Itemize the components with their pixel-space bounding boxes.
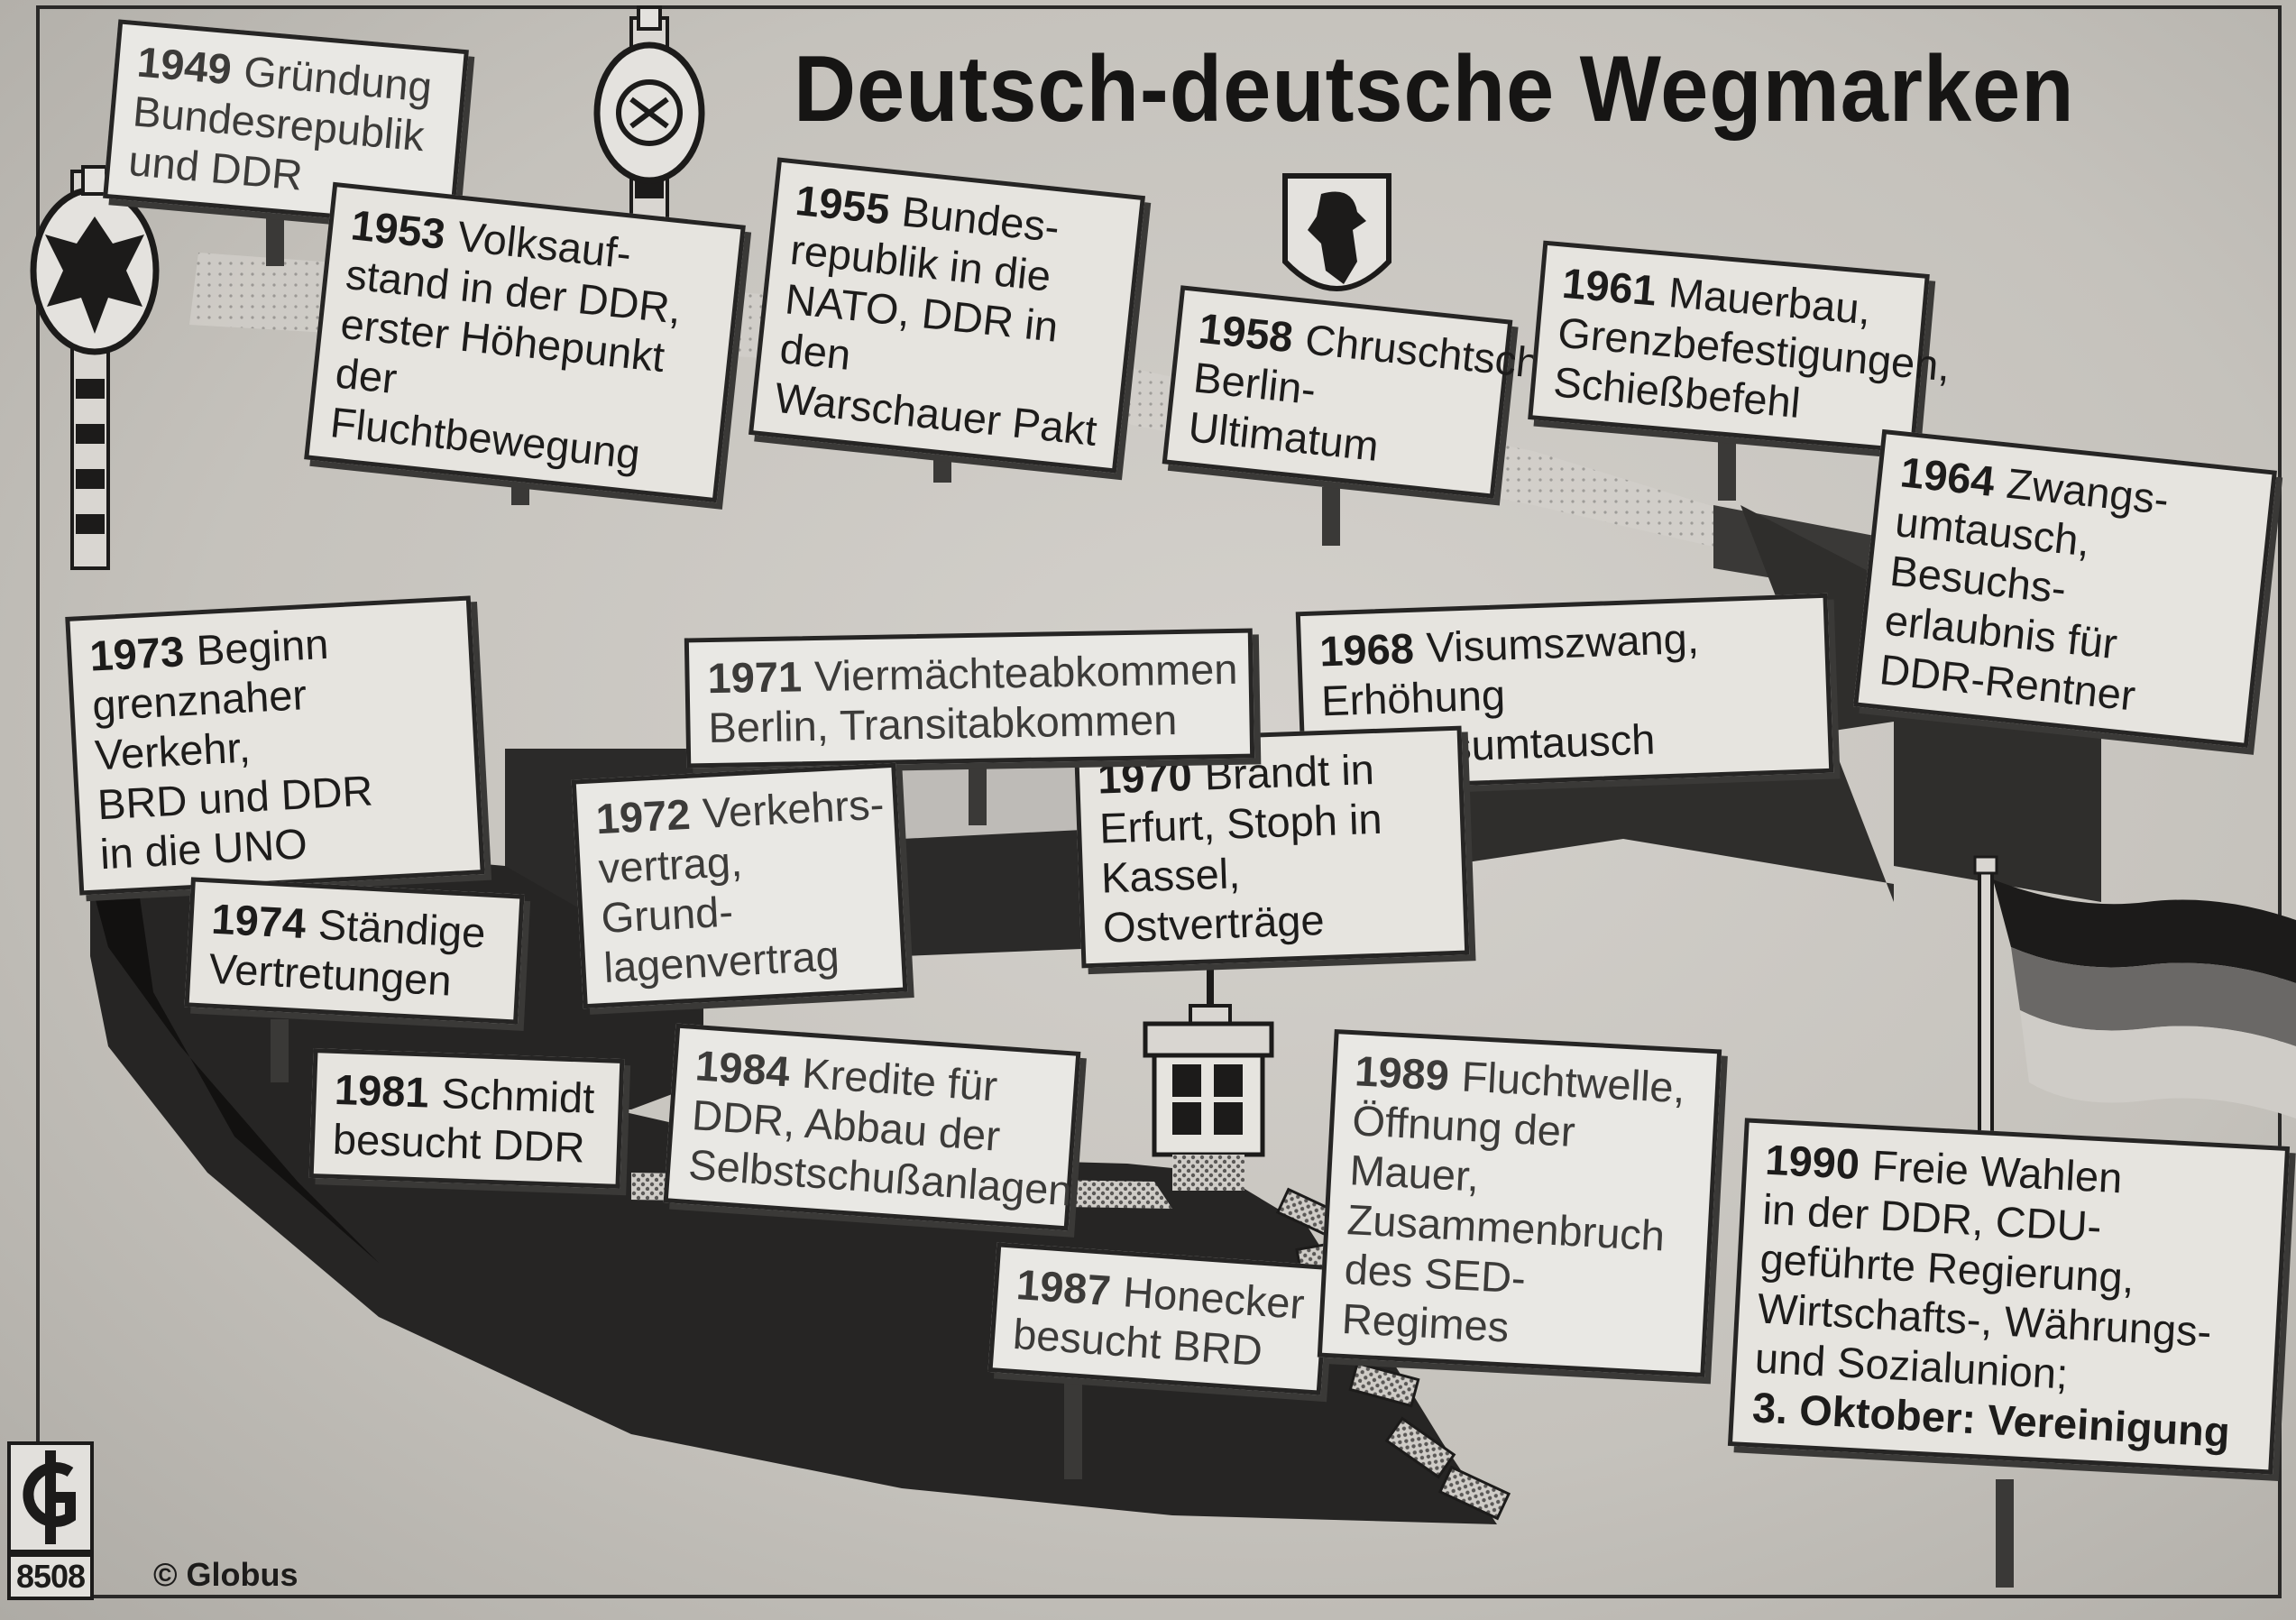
- berlin-bear-icon: [1282, 173, 1391, 291]
- milestone-year: 1958: [1196, 303, 1296, 362]
- graphic-code: 8508: [7, 1553, 94, 1600]
- wall-middle-panels: [902, 749, 1082, 839]
- wall-segment-right: [1443, 505, 2101, 902]
- milestone-year: 1953: [348, 200, 448, 258]
- milestone-year: 1971: [707, 652, 803, 703]
- milestone-text: Fluchtwelle, Öffnung der Mauer, Zusammen…: [1340, 1052, 1687, 1351]
- milestone-year: 1961: [1560, 258, 1658, 315]
- page-title: Deutsch-deutsche Wegmarken: [794, 37, 2075, 142]
- german-flag-icon: [1973, 855, 2296, 1138]
- milestone-year: 1987: [1015, 1259, 1113, 1315]
- milestone-year: 1990: [1764, 1135, 1861, 1189]
- milestone-text: Volksauf- stand in der DDR, erster Höhep…: [327, 211, 684, 478]
- milestone-year: 1973: [88, 627, 186, 680]
- milestone-year: 1974: [210, 894, 308, 948]
- milestone-year: 1955: [793, 175, 893, 234]
- copyright-credit: © Globus: [153, 1556, 298, 1593]
- wall-lower-highlight: [90, 866, 379, 1263]
- milestone-text: Zwangs- umtausch, Besuchs- erlaubnis für…: [1877, 458, 2172, 720]
- milestone-year: 1949: [135, 37, 234, 94]
- milestone-year: 1989: [1354, 1046, 1451, 1100]
- milestone-year: 1968: [1318, 623, 1415, 676]
- infographic-frame: [36, 5, 2282, 1598]
- milestone-year: 1981: [334, 1064, 430, 1117]
- milestone-text: Bundes- republik in die NATO, DDR in den…: [772, 187, 1100, 455]
- milestone-year: 1972: [594, 789, 692, 843]
- federal-eagle-icon: [30, 165, 160, 570]
- globus-logo-icon: [7, 1441, 94, 1553]
- milestone-year: 1984: [693, 1041, 792, 1096]
- watchtower-icon: [1143, 965, 1274, 1191]
- milestone-year: 1964: [1897, 447, 1998, 506]
- gdr-emblem-icon: [593, 5, 705, 245]
